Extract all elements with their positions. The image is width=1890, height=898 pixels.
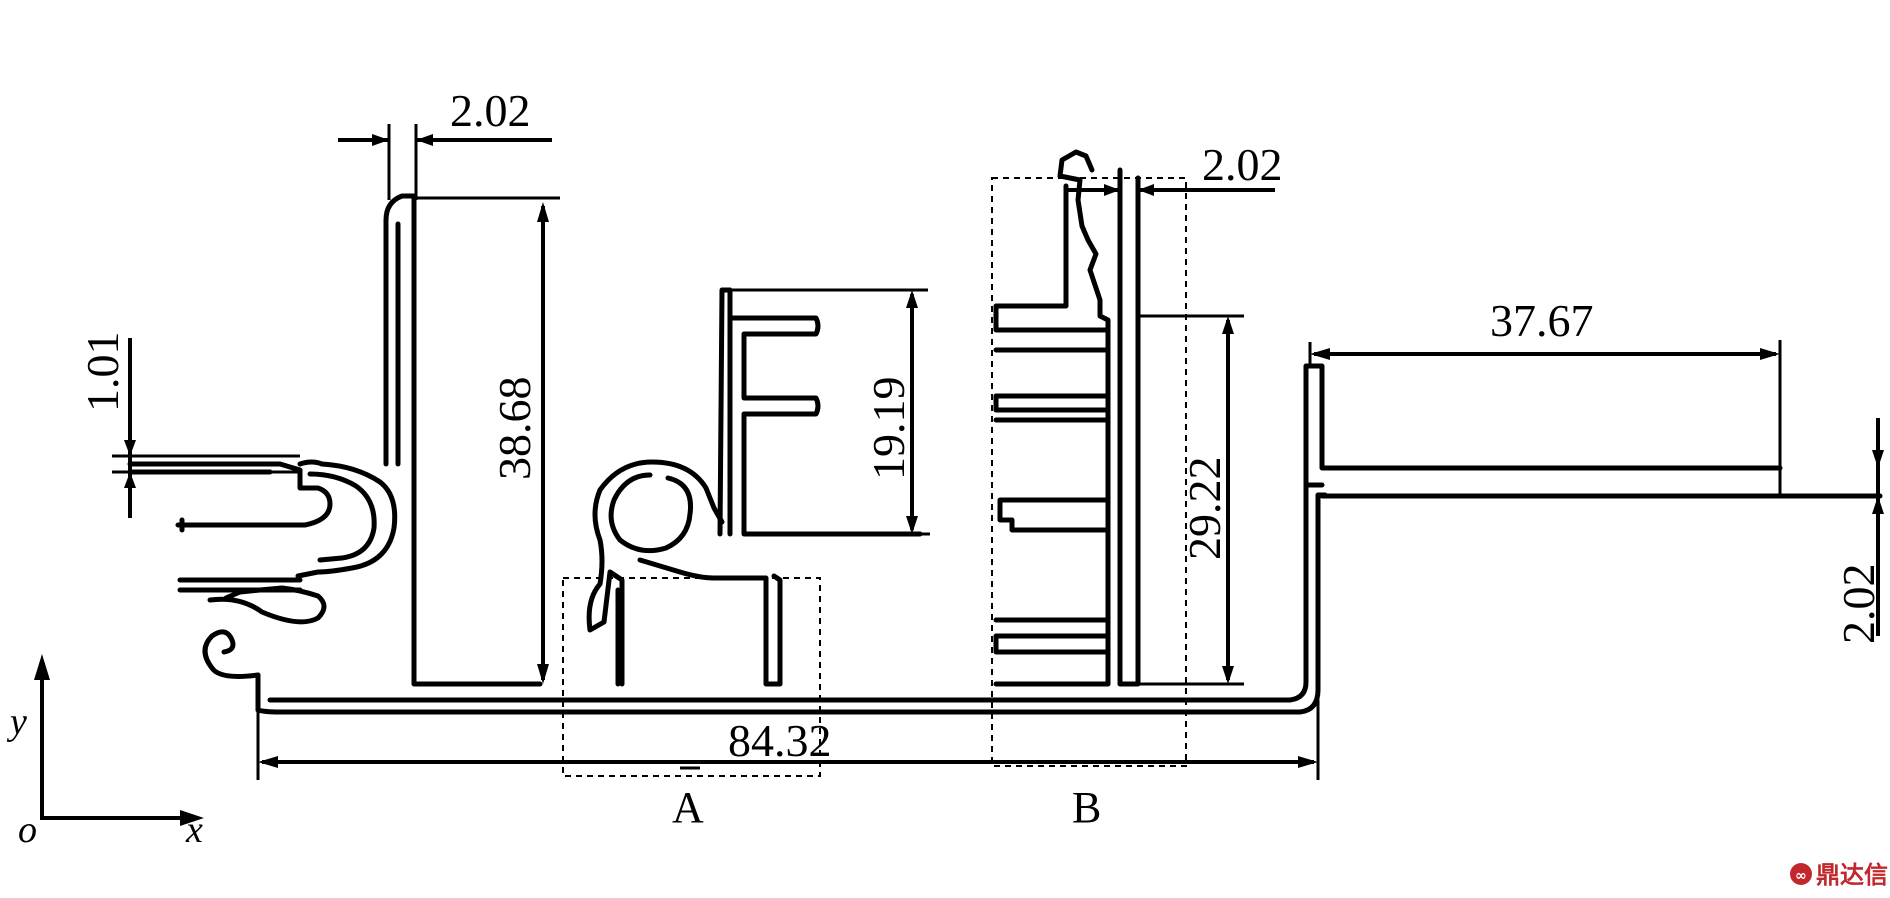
dim-right-wall-thickness: 2.02 [1068, 139, 1283, 196]
coordinate-axes: y x o [6, 654, 204, 851]
label-right-wall-thickness: 2.02 [1202, 139, 1283, 190]
svg-text:∞: ∞ [1795, 868, 1807, 884]
tall-left-wall [383, 193, 543, 687]
label-left-lip: 1.01 [77, 332, 128, 413]
dim-top-wall-thickness: 2.02 [338, 85, 552, 200]
middle-hook [586, 459, 725, 687]
dim-left-lip: 1.01 [77, 332, 300, 518]
y-axis-arrow [34, 654, 50, 680]
detail-box-b [991, 177, 1187, 767]
region-label-a: A [672, 783, 704, 832]
x-axis-arrow [180, 810, 204, 826]
left-loop-inner [307, 471, 377, 563]
left-loop [295, 459, 398, 579]
detail-box-a [562, 577, 821, 777]
label-flange-thickness: 2.02 [1833, 564, 1884, 645]
label-right-block-height: 29.22 [1179, 457, 1230, 561]
dim-tall-wall-height: 38.68 [416, 196, 560, 684]
right-flange [1303, 363, 1883, 499]
region-label-b: B [1072, 783, 1101, 832]
label-tall-wall-height: 38.68 [489, 377, 540, 481]
logo-icon [1790, 863, 1812, 885]
base-plate-inner [267, 482, 1325, 703]
middle-comb-block [717, 287, 923, 537]
dim-middle-block-height: 19.19 [730, 288, 930, 536]
watermark-text: 鼎达信 [1816, 861, 1888, 889]
watermark: ∞ 鼎达信 [1790, 861, 1888, 889]
label-top-wall-thickness: 2.02 [450, 85, 531, 136]
label-flange-length: 37.67 [1490, 295, 1594, 346]
dim-flange-thickness: 2.02 [1833, 418, 1884, 644]
dim-right-block-height: 29.22 [1138, 314, 1244, 686]
middle-hook-inner [608, 472, 694, 687]
left-hook-features [127, 461, 333, 679]
origin-label: o [18, 809, 37, 851]
base-plate [255, 492, 1328, 715]
right-wall [1117, 167, 1141, 687]
dim-flange-length: 37.67 [1308, 295, 1782, 496]
x-axis-label: x [185, 809, 203, 851]
dim-overall-length: 84.32 [256, 700, 1320, 780]
y-axis-label: y [6, 701, 27, 743]
right-comb-block [993, 149, 1111, 687]
label-overall-length: 84.32 [728, 715, 832, 766]
profile-outline [127, 149, 1883, 715]
label-middle-block-height: 19.19 [863, 377, 914, 481]
